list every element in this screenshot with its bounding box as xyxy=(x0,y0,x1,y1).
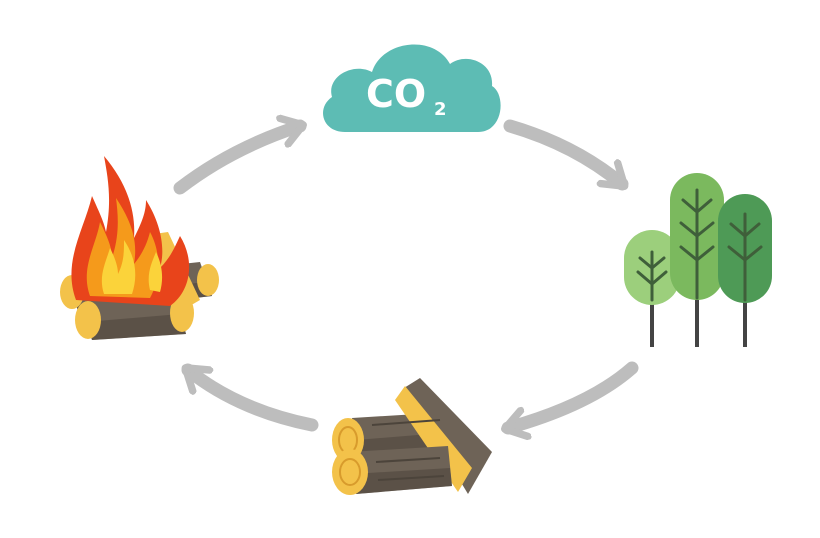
cloud-co2-icon: CO 2 xyxy=(323,44,501,132)
arrow-cloud-to-trees xyxy=(503,119,629,191)
firewood-icon xyxy=(332,378,492,495)
arrow-wood-to-fire xyxy=(181,363,319,432)
campfire-icon xyxy=(60,156,219,340)
svg-text:2: 2 xyxy=(434,99,447,120)
cycle-arrows xyxy=(173,119,639,432)
arrow-trees-to-wood xyxy=(508,361,639,428)
co2-subscript: 2 xyxy=(434,99,447,120)
trees-icon xyxy=(624,173,772,347)
arrow-fire-to-cloud xyxy=(173,126,300,195)
co2-formula: CO xyxy=(366,72,426,116)
svg-text:CO: CO xyxy=(366,72,426,116)
